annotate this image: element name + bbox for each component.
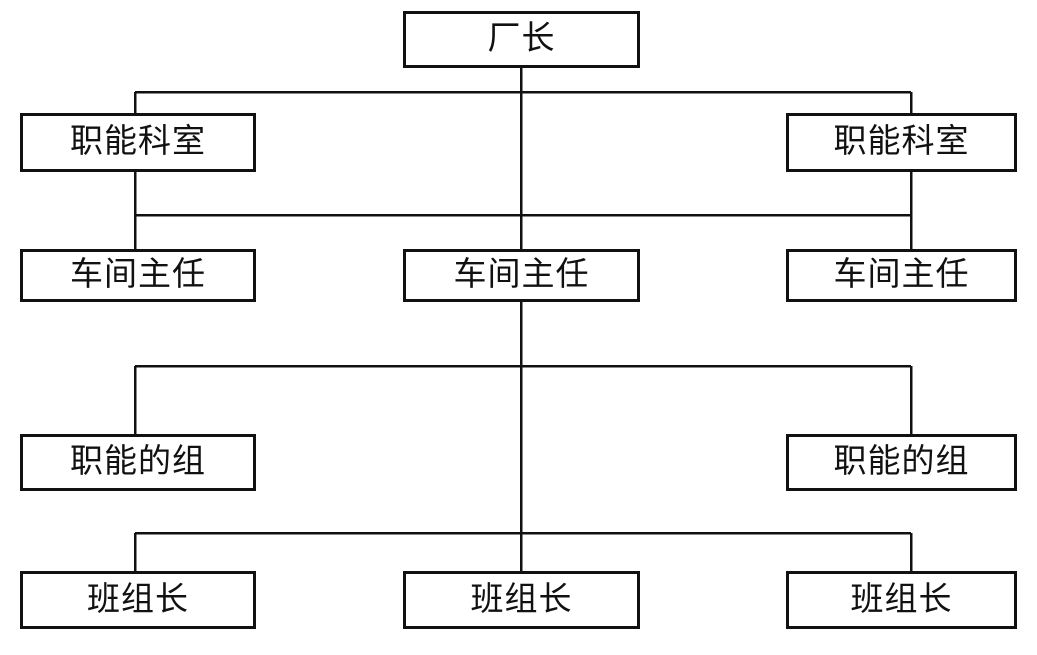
node-team-left-label: 班组长 xyxy=(87,581,189,618)
node-group-right-label: 职能的组 xyxy=(833,444,970,480)
node-dept-left-label: 职能科室 xyxy=(70,124,206,160)
node-team-left[interactable]: 班组长 xyxy=(20,571,256,629)
node-workshop-right[interactable]: 车间主任 xyxy=(786,249,1017,302)
node-dept-right[interactable]: 职能科室 xyxy=(786,113,1017,172)
node-group-left[interactable]: 职能的组 xyxy=(20,434,256,491)
node-dept-left[interactable]: 职能科室 xyxy=(20,113,256,172)
node-team-center-label: 班组长 xyxy=(470,581,573,618)
node-workshop-right-label: 车间主任 xyxy=(833,257,970,293)
node-workshop-left[interactable]: 车间主任 xyxy=(20,249,256,302)
node-workshop-center-label: 车间主任 xyxy=(453,257,590,293)
node-team-right-label: 班组长 xyxy=(850,581,953,618)
node-group-left-label: 职能的组 xyxy=(70,444,206,480)
node-director-label: 厂长 xyxy=(487,21,556,57)
node-group-right[interactable]: 职能的组 xyxy=(786,434,1017,491)
node-dept-right-label: 职能科室 xyxy=(833,124,970,160)
node-workshop-center[interactable]: 车间主任 xyxy=(403,249,640,302)
node-team-center[interactable]: 班组长 xyxy=(403,571,640,629)
node-workshop-left-label: 车间主任 xyxy=(70,257,206,293)
node-director[interactable]: 厂长 xyxy=(403,11,640,68)
node-team-right[interactable]: 班组长 xyxy=(786,571,1017,629)
